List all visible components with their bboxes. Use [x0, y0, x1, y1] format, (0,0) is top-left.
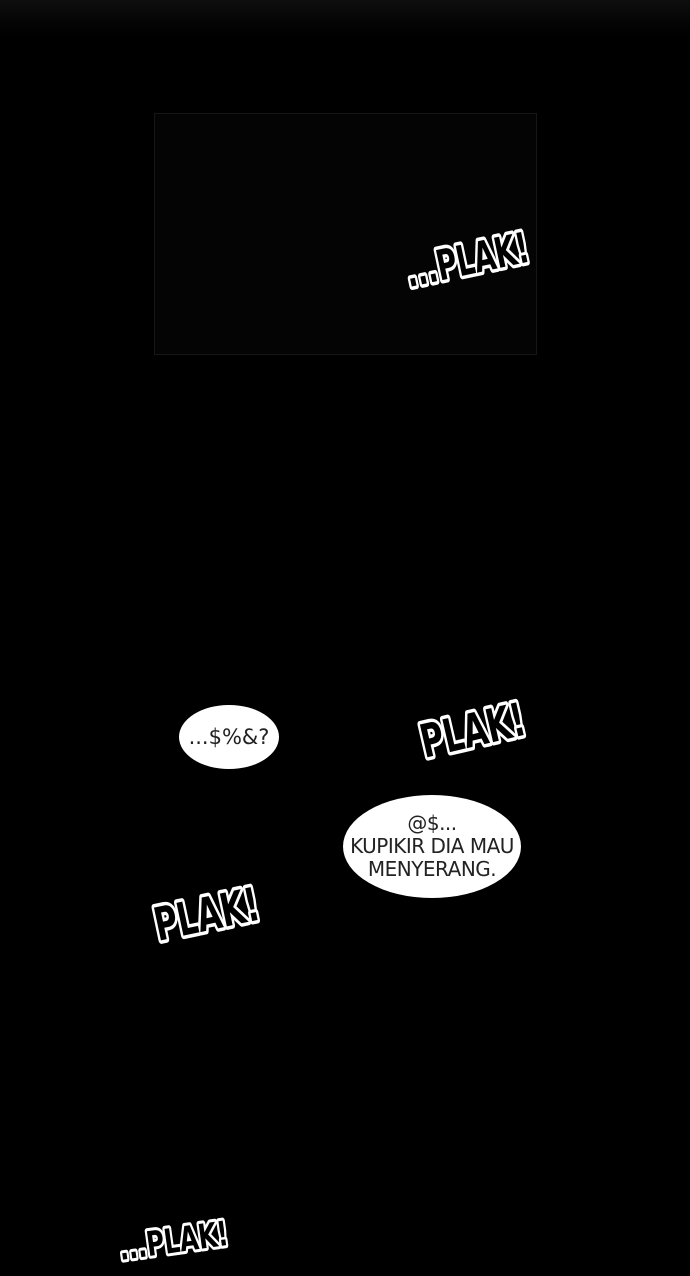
sfx-plak-bottom-partial: ...PLAK! [111, 1198, 258, 1276]
dark-comic-panel [154, 113, 537, 355]
speech-bubble-small: ...$%&? [179, 705, 279, 769]
sfx-plak-left: PLAK! [142, 862, 275, 959]
sfx-plak-right-text: PLAK! [415, 692, 530, 768]
speech-bubble-large-line-3: MENYERANG. [367, 857, 497, 881]
sfx-plak-bottom-text: ...PLAK! [116, 1214, 230, 1269]
sfx-plak-right-svg: PLAK! [412, 689, 534, 772]
sfx-plak-right: PLAK! [407, 677, 541, 776]
speech-bubble-small-text: ...$%&? [188, 725, 270, 749]
speech-bubble-large: @$... KUPIKIR DIA MAU MENYERANG. [343, 795, 521, 898]
top-fade-gradient [0, 0, 690, 36]
sfx-plak-left-svg: PLAK! [146, 873, 268, 955]
sfx-plak-bottom-svg: ...PLAK! [113, 1211, 233, 1272]
speech-bubble-large-line-1: @$... [407, 811, 457, 835]
sfx-plak-left-text: PLAK! [149, 877, 264, 952]
speech-bubble-large-line-2: KUPIKIR DIA MAU [350, 834, 514, 858]
